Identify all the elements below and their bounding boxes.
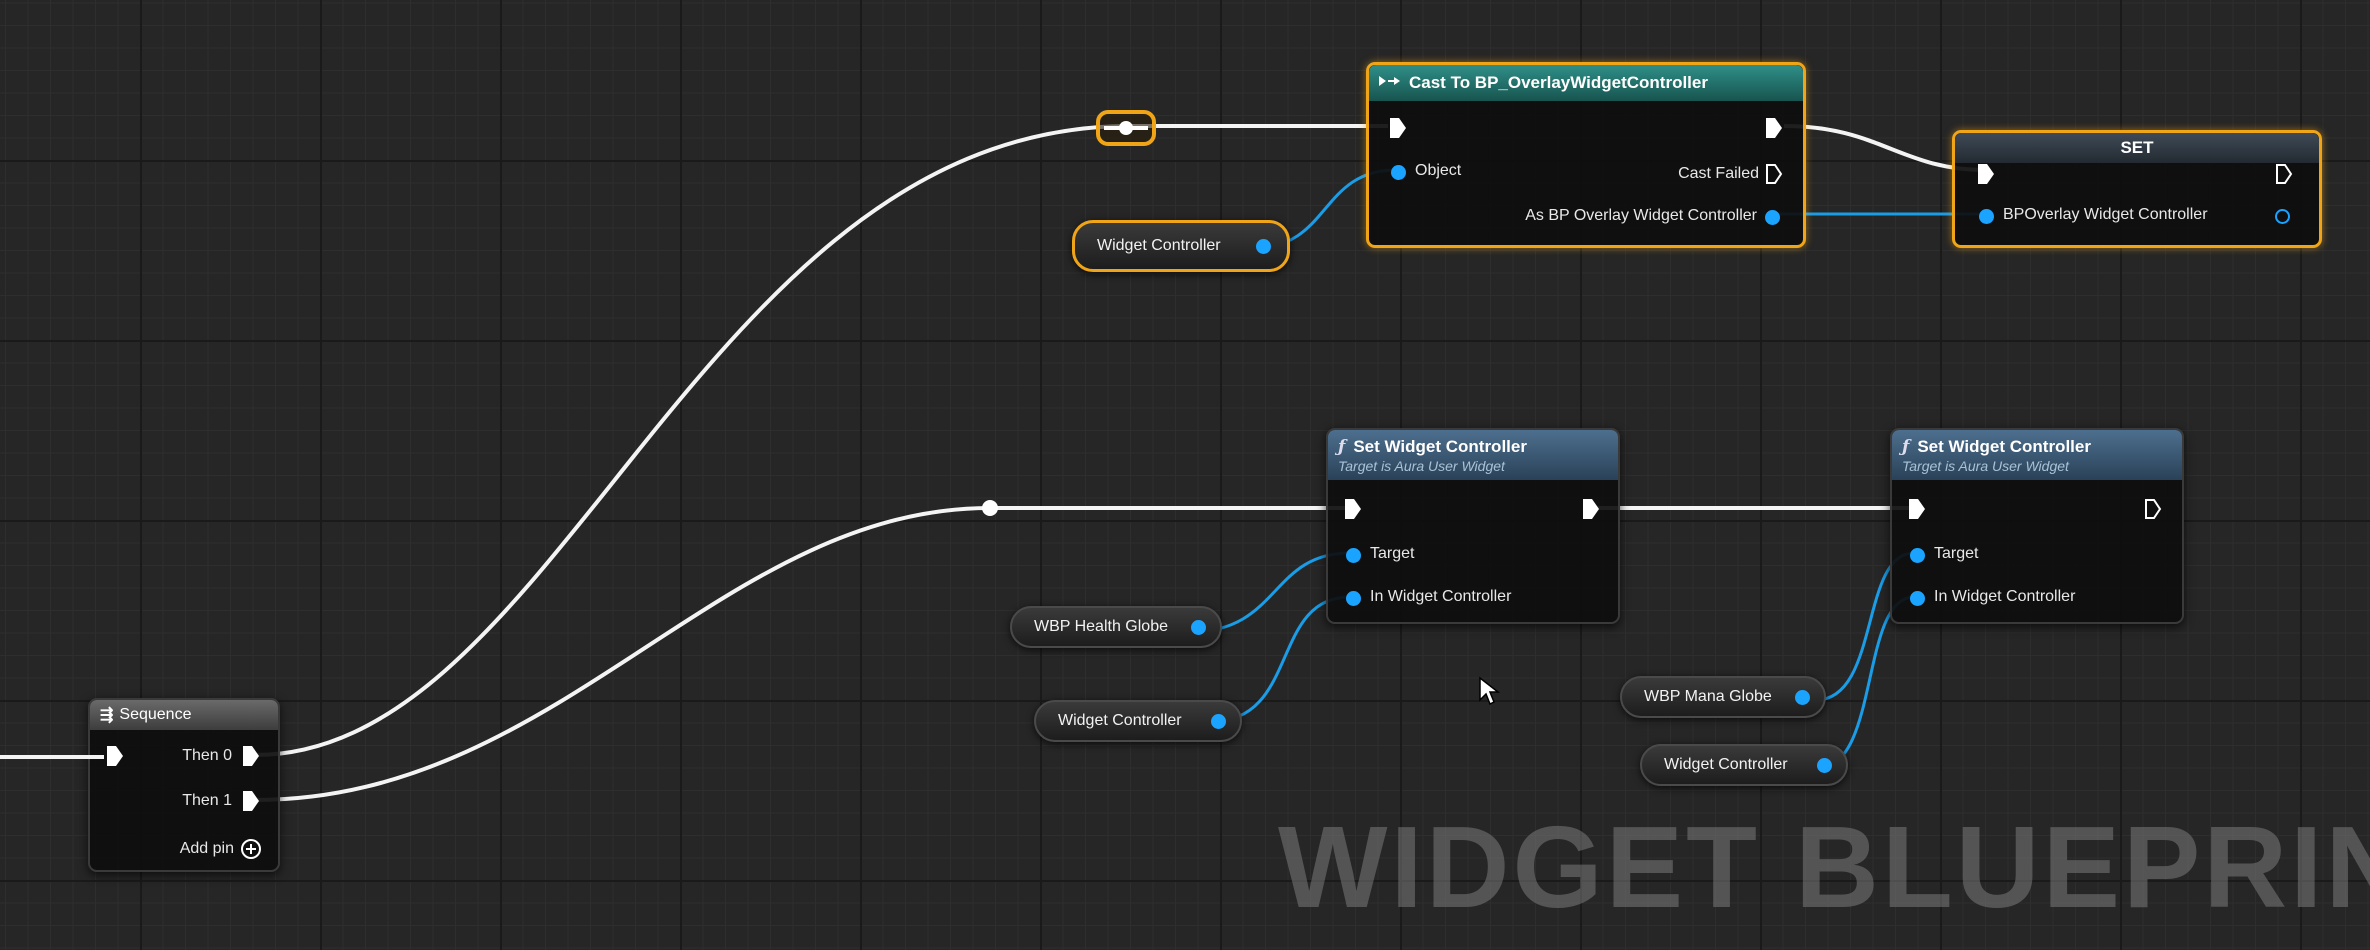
- exec-in-pin[interactable]: [1389, 117, 1407, 139]
- swc1-target-label: Target: [1370, 545, 1415, 562]
- function-icon: ƒ: [1902, 436, 1910, 457]
- widget-controller-variable-top[interactable]: Widget Controller: [1072, 220, 1290, 272]
- reroute-knot-lower[interactable]: [982, 500, 998, 516]
- cast-icon: [1379, 73, 1401, 93]
- object-pin-label: Object: [1415, 162, 1462, 179]
- wbp-health-globe-variable[interactable]: WBP Health Globe: [1010, 606, 1222, 648]
- object-input-pin[interactable]: [1391, 165, 1406, 180]
- variable-output-pin[interactable]: [1191, 620, 1206, 635]
- swc1-target-pin[interactable]: [1346, 548, 1361, 563]
- set-widget-controller-node-2[interactable]: ƒ Set Widget Controller Target is Aura U…: [1890, 428, 2184, 624]
- exec-out-pin[interactable]: [1765, 117, 1783, 139]
- variable-output-pin[interactable]: [1211, 714, 1226, 729]
- then1-exec-pin[interactable]: [242, 790, 260, 812]
- mouse-cursor-icon: [1479, 676, 1500, 706]
- set-exec-in-pin[interactable]: [1977, 163, 1995, 185]
- sequence-icon: ⇶: [100, 707, 114, 724]
- swc1-exec-in-pin[interactable]: [1344, 498, 1362, 520]
- swc2-target-pin[interactable]: [1910, 548, 1925, 563]
- variable-output-pin[interactable]: [1817, 758, 1832, 773]
- variable-label: Widget Controller: [1058, 712, 1182, 729]
- swc1-in-widget-controller-pin[interactable]: [1346, 591, 1361, 606]
- sequence-node[interactable]: ⇶ Sequence Then 0 Then 1 Add pin: [88, 698, 280, 872]
- function-icon: ƒ: [1338, 436, 1346, 457]
- add-pin-icon[interactable]: [240, 838, 262, 860]
- exec-wire-then0: [254, 124, 1127, 757]
- then1-label: Then 1: [182, 792, 232, 809]
- swc2-title: Set Widget Controller: [1917, 436, 2091, 456]
- variable-label: WBP Mana Globe: [1644, 688, 1772, 705]
- variable-output-pin[interactable]: [1795, 690, 1810, 705]
- cast-to-node[interactable]: Cast To BP_OverlayWidgetController Objec…: [1366, 62, 1806, 248]
- set-value-output-pin[interactable]: [2275, 209, 2290, 224]
- as-output-pin[interactable]: [1765, 210, 1780, 225]
- set-pin-label: BPOverlay Widget Controller: [2003, 206, 2208, 223]
- swc2-in-widget-controller-pin[interactable]: [1910, 591, 1925, 606]
- set-node-title: SET: [2120, 138, 2154, 157]
- cast-failed-exec-pin[interactable]: [1765, 163, 1783, 185]
- widget-controller-variable-mid[interactable]: Widget Controller: [1034, 700, 1242, 742]
- then0-label: Then 0: [182, 747, 232, 764]
- swc2-header[interactable]: ƒ Set Widget Controller Target is Aura U…: [1892, 430, 2182, 480]
- swc1-header[interactable]: ƒ Set Widget Controller Target is Aura U…: [1328, 430, 1618, 480]
- swc1-exec-out-pin[interactable]: [1582, 498, 1600, 520]
- reroute-knot-icon: [1104, 121, 1148, 135]
- set-node-header[interactable]: SET: [1955, 133, 2319, 163]
- exec-wire-then1: [254, 506, 991, 802]
- swc2-in-widget-controller-label: In Widget Controller: [1934, 588, 2076, 605]
- wbp-mana-globe-variable[interactable]: WBP Mana Globe: [1620, 676, 1826, 718]
- sequence-title: Sequence: [119, 706, 192, 723]
- set-node[interactable]: SET BPOverlay Widget Controller: [1952, 130, 2322, 248]
- variable-output-pin[interactable]: [1256, 239, 1271, 254]
- set-value-input-pin[interactable]: [1979, 209, 1994, 224]
- swc2-exec-out-pin[interactable]: [2144, 498, 2162, 520]
- swc1-in-widget-controller-label: In Widget Controller: [1370, 588, 1512, 605]
- add-pin-label[interactable]: Add pin: [179, 840, 234, 857]
- swc1-subtitle: Target is Aura User Widget: [1338, 457, 1505, 474]
- swc2-subtitle: Target is Aura User Widget: [1902, 457, 2069, 474]
- widget-controller-variable-bottom[interactable]: Widget Controller: [1640, 744, 1848, 786]
- then0-exec-pin[interactable]: [242, 745, 260, 767]
- variable-label: Widget Controller: [1097, 237, 1221, 254]
- variable-label: WBP Health Globe: [1034, 618, 1168, 635]
- swc2-target-label: Target: [1934, 545, 1979, 562]
- swc1-title: Set Widget Controller: [1353, 436, 1527, 456]
- cast-node-title: Cast To BP_OverlayWidgetController: [1409, 73, 1708, 92]
- set-widget-controller-node-1[interactable]: ƒ Set Widget Controller Target is Aura U…: [1326, 428, 1620, 624]
- swc2-exec-in-pin[interactable]: [1908, 498, 1926, 520]
- cast-failed-label: Cast Failed: [1678, 165, 1759, 182]
- set-exec-out-pin[interactable]: [2275, 163, 2293, 185]
- as-output-label: As BP Overlay Widget Controller: [1525, 207, 1757, 224]
- sequence-exec-in-pin[interactable]: [106, 745, 124, 767]
- sequence-header[interactable]: ⇶ Sequence: [90, 700, 278, 730]
- watermark-text: WIDGET BLUEPRINT: [1278, 802, 2370, 932]
- variable-label: Widget Controller: [1664, 756, 1788, 773]
- cast-node-header[interactable]: Cast To BP_OverlayWidgetController: [1369, 65, 1803, 101]
- reroute-node-upper[interactable]: [1096, 110, 1156, 146]
